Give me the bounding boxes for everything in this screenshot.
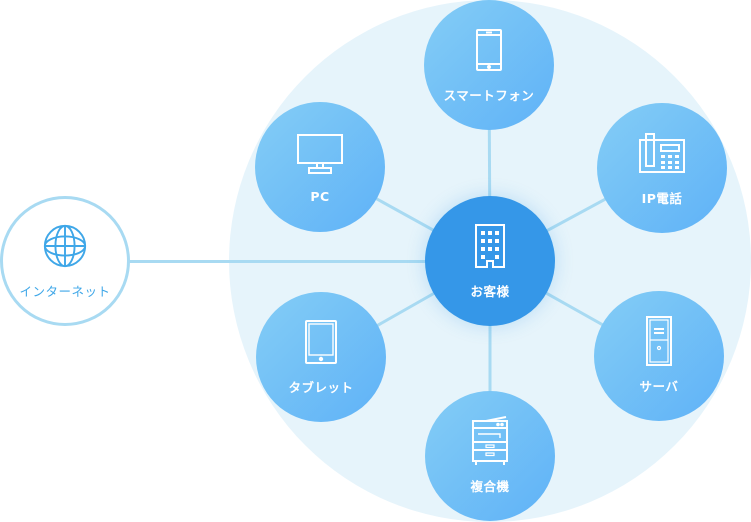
node-server[interactable]: サーバ — [594, 291, 724, 421]
node-label: スマートフォン — [443, 87, 535, 103]
node-internet[interactable]: インターネット — [0, 196, 130, 326]
node-tablet[interactable]: タブレット — [256, 292, 386, 422]
node-mfp[interactable]: 複合機 — [425, 391, 555, 521]
smartphone-icon — [466, 27, 512, 73]
node-label: インターネット — [19, 283, 111, 299]
node-label: IP電話 — [641, 190, 683, 206]
server-icon — [636, 315, 682, 366]
monitor-icon — [297, 131, 343, 177]
node-pc[interactable]: PC — [255, 102, 385, 232]
node-label: サーバ — [639, 378, 679, 394]
ip-phone-icon — [639, 130, 685, 176]
building-icon — [467, 223, 513, 269]
node-label: PC — [310, 188, 330, 204]
node-smartphone[interactable]: スマートフォン — [424, 0, 554, 130]
node-label: 複合機 — [470, 478, 510, 494]
printer-icon — [467, 415, 513, 465]
node-label: お客様 — [470, 283, 510, 299]
node-label: タブレット — [288, 379, 354, 395]
globe-icon — [42, 223, 88, 269]
node-customer[interactable]: お客様 — [425, 196, 555, 326]
node-ip-phone[interactable]: IP電話 — [597, 103, 727, 233]
tablet-icon — [298, 319, 344, 365]
